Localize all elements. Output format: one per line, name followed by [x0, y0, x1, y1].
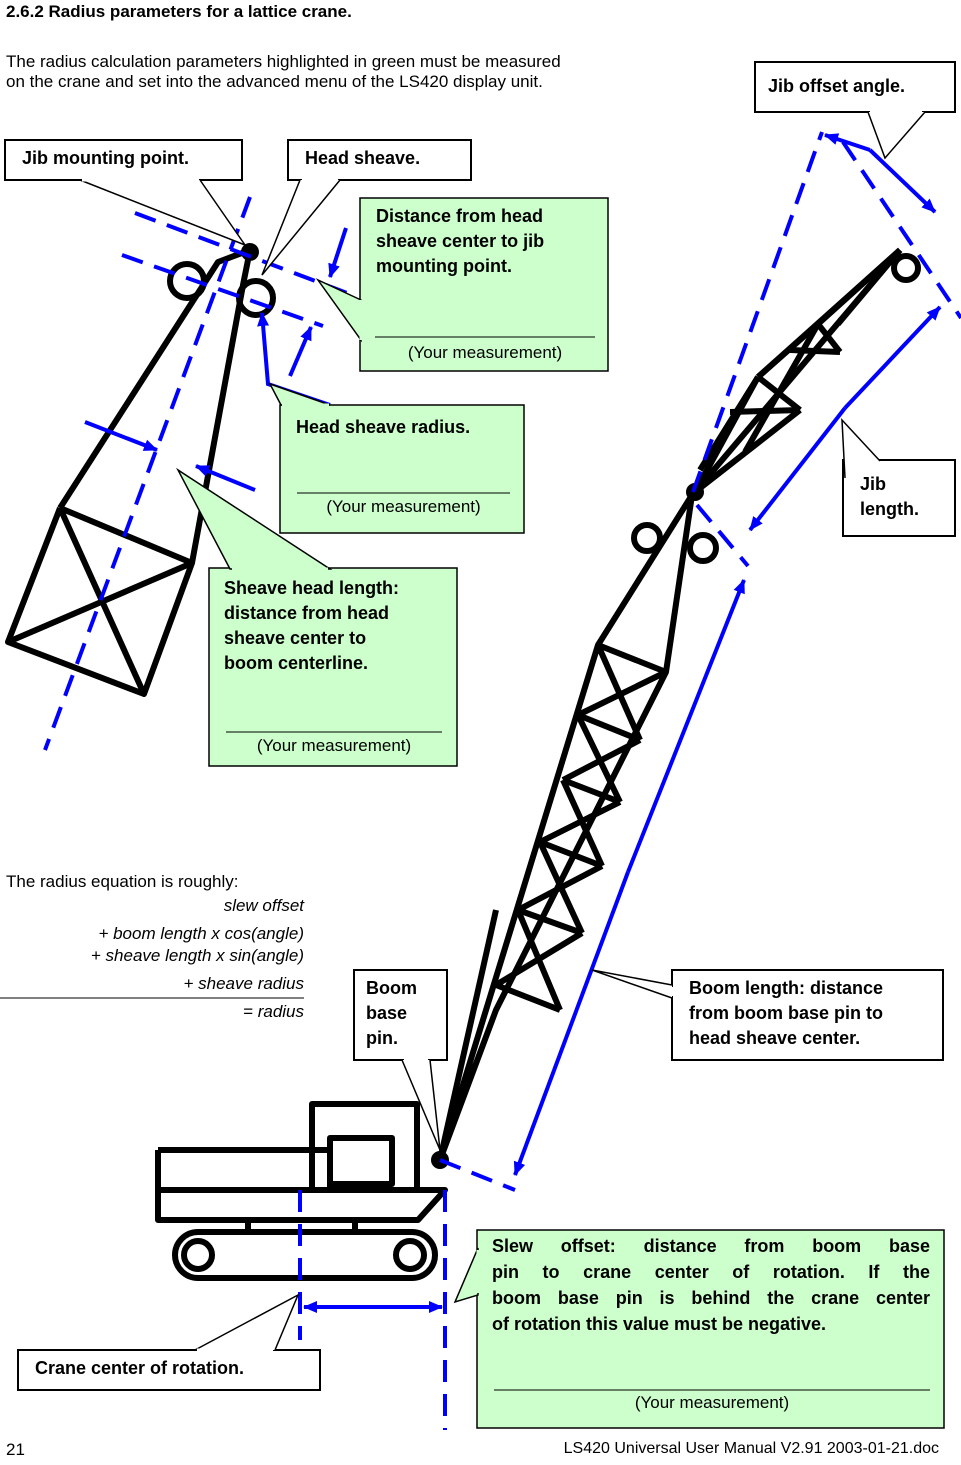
sheave-head-length-text: Sheave head length: distance from head s…	[224, 576, 399, 676]
intro-line-2: on the crane and set into the advanced m…	[6, 72, 543, 91]
slew-offset-measurement: (Your measurement)	[634, 1393, 790, 1412]
crane-center-callout	[17, 1293, 321, 1391]
slew-offset-line-4: of rotation this value must be negative.	[492, 1314, 827, 1334]
crane-dimension-arrows	[303, 133, 942, 1313]
sheave-head-length-box	[175, 467, 458, 767]
sheave-head-length-line-1: Sheave head length:	[224, 578, 400, 598]
document-footer: LS420 Universal User Manual V2.91 2003-0…	[563, 1440, 939, 1457]
sheave-head-length-line-4: boom centerline.	[224, 653, 369, 673]
distance-head-text: Distance from head sheave center to jib …	[376, 204, 544, 279]
page-number: 21	[6, 1440, 25, 1459]
distance-head-line-2: sheave center to jib	[376, 231, 545, 251]
boom-base-pin-line-2: base	[366, 1003, 408, 1023]
slew-offset-box	[453, 1229, 945, 1429]
boom-length-line-1: Boom length: distance	[689, 978, 884, 998]
slew-offset-text: Slew offset: distance from boom base pin…	[492, 1233, 930, 1337]
distance-head-line-3: mounting point.	[376, 256, 512, 276]
jib-offset-angle-callout	[754, 61, 956, 160]
equation-term-2: + boom length x cos(angle)	[98, 924, 304, 943]
head-sheave-callout	[261, 139, 472, 276]
crane-body	[155, 1101, 448, 1281]
boom-base-pin-label: Boom base pin.	[366, 976, 417, 1051]
boom-length-label: Boom length: distance from boom base pin…	[689, 976, 883, 1051]
crane-measure-lines	[298, 131, 961, 1430]
equation-result: = radius	[243, 1002, 304, 1021]
sheave-head-length-measurement: (Your measurement)	[256, 736, 412, 755]
jib-length-callout	[841, 417, 956, 537]
equation-term-1: slew offset	[223, 896, 304, 915]
crane-center-label: Crane center of rotation.	[35, 1358, 245, 1378]
boom-length-line-3: head sheave center.	[689, 1028, 861, 1048]
equation-intro: The radius equation is roughly:	[6, 872, 239, 891]
jib-mounting-point-callout	[4, 139, 248, 247]
boom-length-line-2: from boom base pin to	[689, 1003, 884, 1023]
boom-base-pin-line-1: Boom	[366, 978, 417, 998]
boom-head-measure-lines	[43, 196, 356, 751]
boom-length-callout	[591, 969, 944, 1061]
section-heading: 2.6.2 Radius parameters for a lattice cr…	[6, 2, 352, 21]
intro-paragraph: The radius calculation parameters highli…	[6, 52, 746, 92]
equation-term-3: + sheave length x sin(angle)	[90, 946, 304, 965]
jib-mounting-point-label: Jib mounting point.	[22, 148, 189, 168]
distance-head-box	[315, 197, 609, 372]
crane-boom	[431, 492, 719, 1169]
head-sheave-radius-box	[268, 382, 525, 534]
intro-line-1: The radius calculation parameters highli…	[6, 52, 561, 71]
head-sheave-label: Head sheave.	[305, 148, 421, 168]
slew-offset-line-2: pin to crane center of rotation. If the	[492, 1262, 930, 1282]
jib-length-line-1: Jib	[860, 474, 887, 494]
sheave-head-length-line-2: distance from head	[224, 603, 390, 623]
jib-length-line-2: length.	[860, 499, 919, 519]
jib-offset-angle-label: Jib offset angle.	[768, 76, 906, 96]
sheave-head-length-line-3: sheave center to	[224, 628, 367, 648]
boom-base-pin-callout	[353, 969, 448, 1151]
crane-jib	[686, 247, 921, 501]
slew-offset-line-1: Slew offset: distance from boom base	[492, 1236, 930, 1256]
distance-head-measurement: (Your measurement)	[407, 343, 563, 362]
distance-head-line-1: Distance from head	[376, 206, 544, 226]
slew-offset-line-3: boom base pin is behind the crane center	[492, 1288, 930, 1308]
boom-base-pin-line-3: pin.	[366, 1028, 398, 1048]
head-sheave-radius-measurement: (Your measurement)	[326, 497, 481, 516]
head-sheave-radius-line-1: Head sheave radius.	[296, 417, 471, 437]
equation-term-4: + sheave radius	[183, 974, 305, 993]
jib-length-label: Jib length.	[860, 472, 919, 522]
